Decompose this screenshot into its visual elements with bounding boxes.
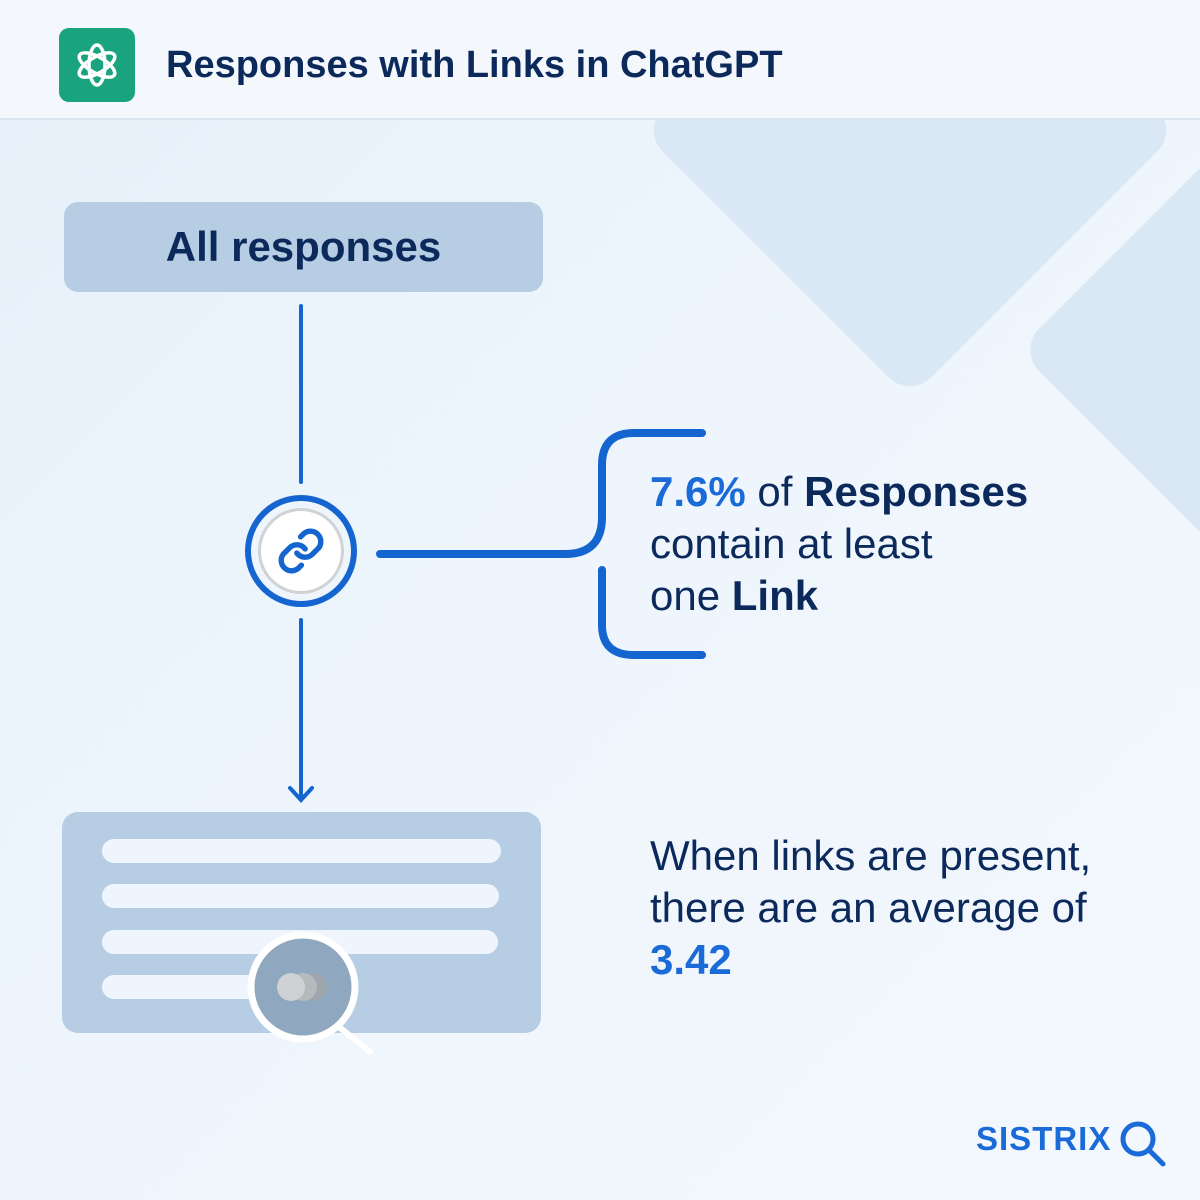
link-share-stat: 7.6% of Responses contain at least one L… (650, 468, 1029, 619)
link-node (245, 495, 357, 607)
link-icon (278, 528, 324, 574)
header: Responses with Links in ChatGPT (0, 0, 1200, 120)
arrow-head-icon (288, 786, 314, 803)
all-responses-box: All responses (64, 202, 543, 292)
magnifier-icon (247, 931, 373, 1055)
sistrix-search-icon (1120, 1121, 1166, 1167)
page-title: Responses with Links in ChatGPT (166, 44, 783, 86)
average-links-stat: When links are present, there are an ave… (650, 832, 1092, 983)
openai-logo-icon (59, 28, 135, 102)
bracket-connector (376, 429, 706, 659)
connector-line (299, 618, 303, 798)
sistrix-logo: SISTRIX (976, 1120, 1112, 1157)
connector-line (299, 304, 303, 484)
